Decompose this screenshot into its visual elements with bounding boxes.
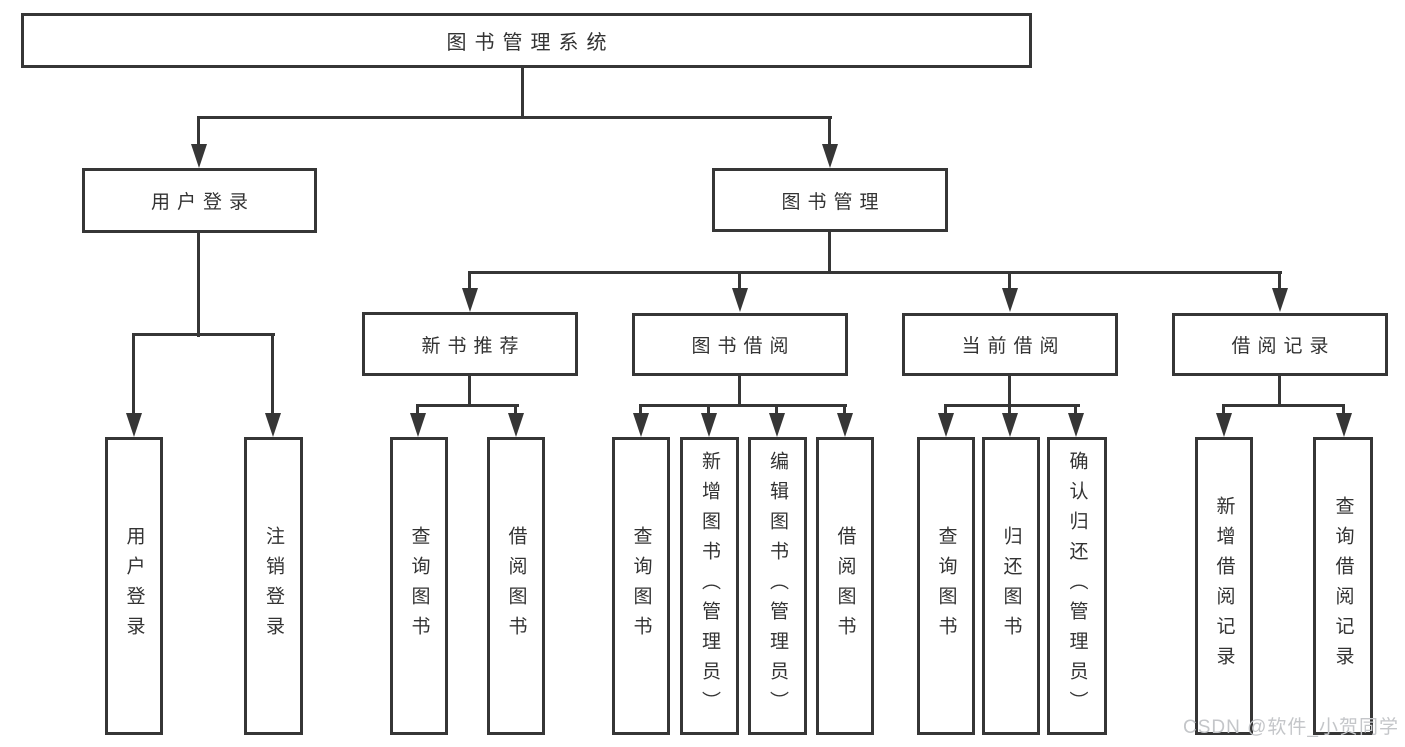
leaf-borrow-books-recommend: 借阅图书 bbox=[487, 437, 545, 735]
leaf-query-books-recommend: 查询图书 bbox=[390, 437, 448, 735]
node-new-book-recommend: 新书推荐 bbox=[362, 312, 578, 376]
arrowhead-leaf bbox=[938, 413, 954, 437]
leaf-query-books-borrow-label: 查询图书 bbox=[630, 526, 652, 646]
connector-branch bbox=[1222, 404, 1345, 407]
arrowhead-user-login bbox=[191, 144, 207, 168]
node-borrow-records-label: 借阅记录 bbox=[1231, 336, 1336, 357]
connector-arrow-shaft bbox=[271, 333, 274, 416]
connector-arrow-shaft bbox=[639, 404, 642, 418]
leaf-user-login-label: 用户登录 bbox=[123, 526, 145, 646]
connector-arrow-shaft bbox=[1222, 404, 1225, 418]
connector-arrow-shaft bbox=[132, 333, 135, 416]
leaf-confirm-return-admin: 确认归还（管理员） bbox=[1047, 437, 1107, 735]
arrowhead-leaf bbox=[508, 413, 524, 437]
node-new-book-recommend-label: 新书推荐 bbox=[421, 335, 526, 357]
connector-trunk bbox=[1008, 374, 1011, 407]
connector-arrow-shaft bbox=[1074, 404, 1077, 418]
connector-level2-branch bbox=[198, 116, 832, 119]
arrowhead-book-borrow bbox=[732, 288, 748, 312]
connector-arrow-shaft bbox=[514, 404, 517, 418]
leaf-add-borrow-record-label: 新增借阅记录 bbox=[1213, 496, 1235, 676]
connector-arrow-shaft bbox=[1008, 404, 1011, 418]
connector-trunk bbox=[468, 374, 471, 407]
connector-arrow-shaft bbox=[944, 404, 947, 418]
leaf-borrow-books: 借阅图书 bbox=[816, 437, 874, 735]
connector-root-trunk bbox=[521, 66, 524, 119]
node-root-label: 图书管理系统 bbox=[446, 32, 615, 54]
node-book-borrow: 图书借阅 bbox=[632, 313, 848, 376]
connector-arrow-shaft bbox=[707, 404, 710, 418]
leaf-return-books-label: 归还图书 bbox=[1000, 526, 1022, 646]
connector-user-login-trunk bbox=[197, 231, 200, 337]
node-user-login-label: 用户登录 bbox=[150, 192, 255, 213]
arrowhead-current-borrow bbox=[1002, 288, 1018, 312]
arrowhead-new-book-recommend bbox=[462, 288, 478, 312]
connector-arrow-shaft bbox=[1342, 404, 1345, 418]
connector-arrow-shaft bbox=[1008, 271, 1011, 291]
arrowhead-leaf bbox=[1336, 413, 1352, 437]
arrowhead-leaf bbox=[837, 413, 853, 437]
csdn-watermark: CSDN @软件_小贺同学 bbox=[1183, 717, 1399, 738]
arrowhead-leaf-logout bbox=[265, 413, 281, 437]
node-user-login: 用户登录 bbox=[82, 168, 317, 233]
connector-trunk bbox=[738, 374, 741, 407]
connector-arrow-shaft bbox=[416, 404, 419, 418]
arrowhead-leaf-user-login bbox=[126, 413, 142, 437]
leaf-query-borrow-record-label: 查询借阅记录 bbox=[1332, 496, 1354, 676]
leaf-query-borrow-record: 查询借阅记录 bbox=[1313, 437, 1373, 735]
leaf-logout: 注销登录 bbox=[244, 437, 303, 735]
connector-level3-branch bbox=[468, 271, 1282, 274]
connector-branch bbox=[944, 404, 1080, 407]
leaf-return-books: 归还图书 bbox=[982, 437, 1040, 735]
connector-arrow-shaft bbox=[775, 404, 778, 418]
node-book-management: 图书管理 bbox=[712, 168, 948, 232]
leaf-borrow-books-recommend-label: 借阅图书 bbox=[505, 526, 527, 646]
node-borrow-records: 借阅记录 bbox=[1172, 313, 1388, 376]
leaf-user-login: 用户登录 bbox=[105, 437, 163, 735]
leaf-logout-label: 注销登录 bbox=[263, 526, 284, 646]
connector-arrow-shaft bbox=[197, 116, 200, 148]
node-current-borrow-label: 当前借阅 bbox=[961, 336, 1066, 357]
node-book-management-label: 图书管理 bbox=[781, 191, 886, 213]
connector-arrow-shaft bbox=[843, 404, 846, 418]
connector-arrow-shaft bbox=[468, 271, 471, 291]
leaf-query-books-current: 查询图书 bbox=[917, 437, 975, 735]
connector-book-management-trunk bbox=[828, 230, 831, 274]
node-current-borrow: 当前借阅 bbox=[902, 313, 1118, 376]
leaf-query-books-borrow: 查询图书 bbox=[612, 437, 670, 735]
leaf-edit-books-admin-label: 编辑图书（管理员） bbox=[767, 451, 788, 721]
leaf-add-books-admin-label: 新增图书（管理员） bbox=[699, 451, 720, 721]
connector-arrow-shaft bbox=[738, 271, 741, 291]
leaf-add-books-admin: 新增图书（管理员） bbox=[680, 437, 739, 735]
node-book-borrow-label: 图书借阅 bbox=[691, 336, 796, 357]
connector-arrow-shaft bbox=[1278, 271, 1281, 291]
connector-user-login-branch bbox=[132, 333, 275, 336]
connector-branch bbox=[416, 404, 519, 407]
arrowhead-leaf bbox=[1068, 413, 1084, 437]
connector-trunk bbox=[1278, 374, 1281, 407]
arrowhead-book-management bbox=[822, 144, 838, 168]
node-root: 图书管理系统 bbox=[21, 13, 1032, 68]
leaf-add-borrow-record: 新增借阅记录 bbox=[1195, 437, 1253, 735]
leaf-query-books-current-label: 查询图书 bbox=[935, 526, 957, 646]
connector-branch bbox=[639, 404, 847, 407]
leaf-edit-books-admin: 编辑图书（管理员） bbox=[748, 437, 807, 735]
arrowhead-leaf bbox=[1216, 413, 1232, 437]
arrowhead-leaf bbox=[701, 413, 717, 437]
leaf-confirm-return-admin-label: 确认归还（管理员） bbox=[1066, 451, 1088, 721]
connector-arrow-shaft bbox=[828, 116, 831, 148]
arrowhead-leaf bbox=[1002, 413, 1018, 437]
arrowhead-borrow-records bbox=[1272, 288, 1288, 312]
leaf-query-books-recommend-label: 查询图书 bbox=[408, 526, 430, 646]
leaf-borrow-books-label: 借阅图书 bbox=[834, 526, 856, 646]
arrowhead-leaf bbox=[633, 413, 649, 437]
arrowhead-leaf bbox=[769, 413, 785, 437]
arrowhead-leaf bbox=[410, 413, 426, 437]
